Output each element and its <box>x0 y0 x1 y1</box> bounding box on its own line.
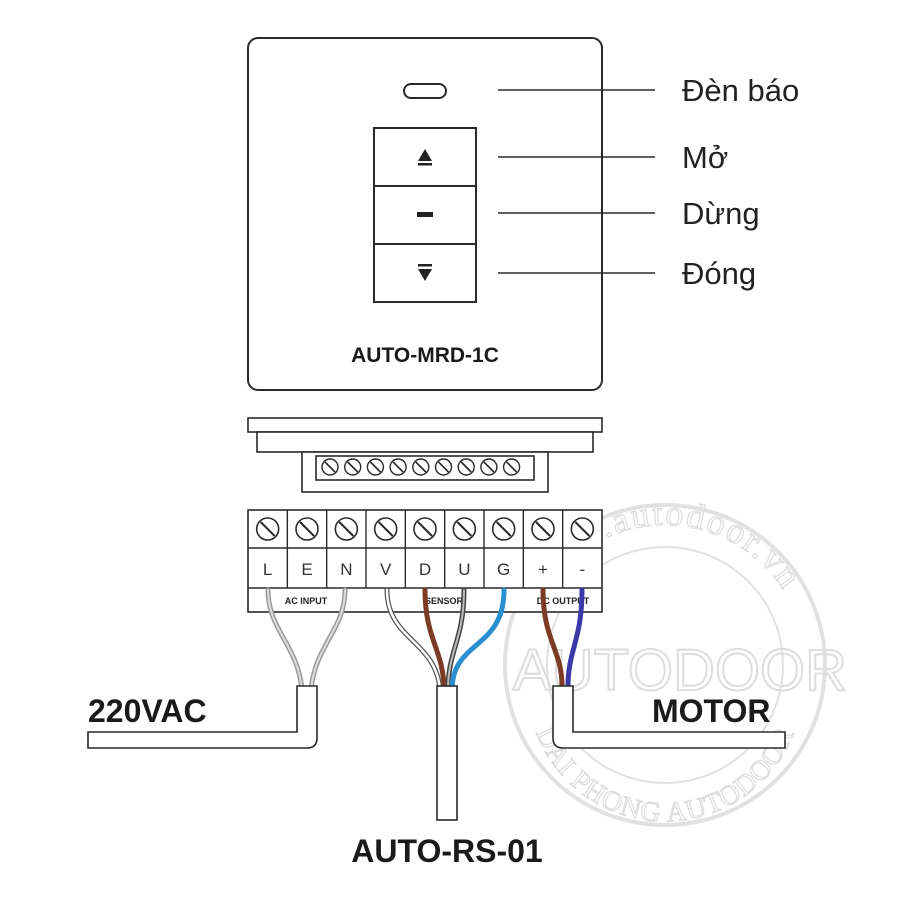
terminal-screw-icon <box>531 517 555 541</box>
close-label: Đóng <box>682 256 756 291</box>
leader-lines <box>498 89 655 274</box>
eject-down-icon <box>418 264 432 281</box>
motor-cable-label: MOTOR <box>652 693 771 729</box>
side-screw-icon <box>412 458 430 476</box>
cables <box>87 685 786 821</box>
terminal-label: L <box>263 560 272 579</box>
terminal-label: - <box>579 560 585 579</box>
side-screw-icon <box>502 458 521 476</box>
minus-icon <box>417 212 433 217</box>
terminal-screw-icon <box>295 517 319 541</box>
side-screw-icon <box>366 458 385 476</box>
terminal-label: N <box>340 560 352 579</box>
indicator-led <box>403 83 447 99</box>
group-label-sensor: SENSOR <box>425 596 464 606</box>
sensor-cable-label: AUTO-RS-01 <box>351 833 542 869</box>
side-screw-icon <box>344 458 362 476</box>
side-screw-icon <box>480 458 498 476</box>
open-button[interactable] <box>373 127 477 187</box>
wires <box>265 587 585 693</box>
terminal-screw-icon <box>373 517 398 541</box>
terminal-label: E <box>301 560 312 579</box>
indicator-label: Đèn báo <box>682 73 799 108</box>
side-terminal-screws <box>321 458 521 476</box>
side-screw-icon <box>434 458 453 476</box>
terminal-screw-icon <box>570 517 595 541</box>
switch-panel: AUTO-MRD-1C <box>247 37 655 391</box>
stop-label: Dừng <box>682 196 760 231</box>
open-label: Mở <box>682 140 728 175</box>
model-label: AUTO-MRD-1C <box>351 344 499 367</box>
side-screw-icon <box>321 458 339 476</box>
terminal-label: + <box>538 560 548 579</box>
close-button[interactable] <box>373 243 477 303</box>
module-side-view <box>247 417 603 493</box>
terminal-label: U <box>458 560 470 579</box>
terminal-label: D <box>419 560 431 579</box>
terminal-screw-icon <box>491 517 516 541</box>
eject-up-icon <box>418 149 432 166</box>
terminal-screw-icon <box>255 517 280 541</box>
terminal-screw-icon <box>334 517 359 541</box>
power-cable-label: 220VAC <box>88 693 207 729</box>
terminal-screw-icon <box>413 517 437 541</box>
stop-button[interactable] <box>373 185 477 245</box>
side-screw-icon <box>457 458 475 476</box>
group-label-dc-output: DC OUTPUT <box>537 596 590 606</box>
side-screw-icon <box>389 458 407 476</box>
terminal-label: V <box>380 560 392 579</box>
group-label-ac-input: AC INPUT <box>285 596 328 606</box>
terminal-label: G <box>497 560 510 579</box>
terminal-screw-icon <box>452 517 477 541</box>
